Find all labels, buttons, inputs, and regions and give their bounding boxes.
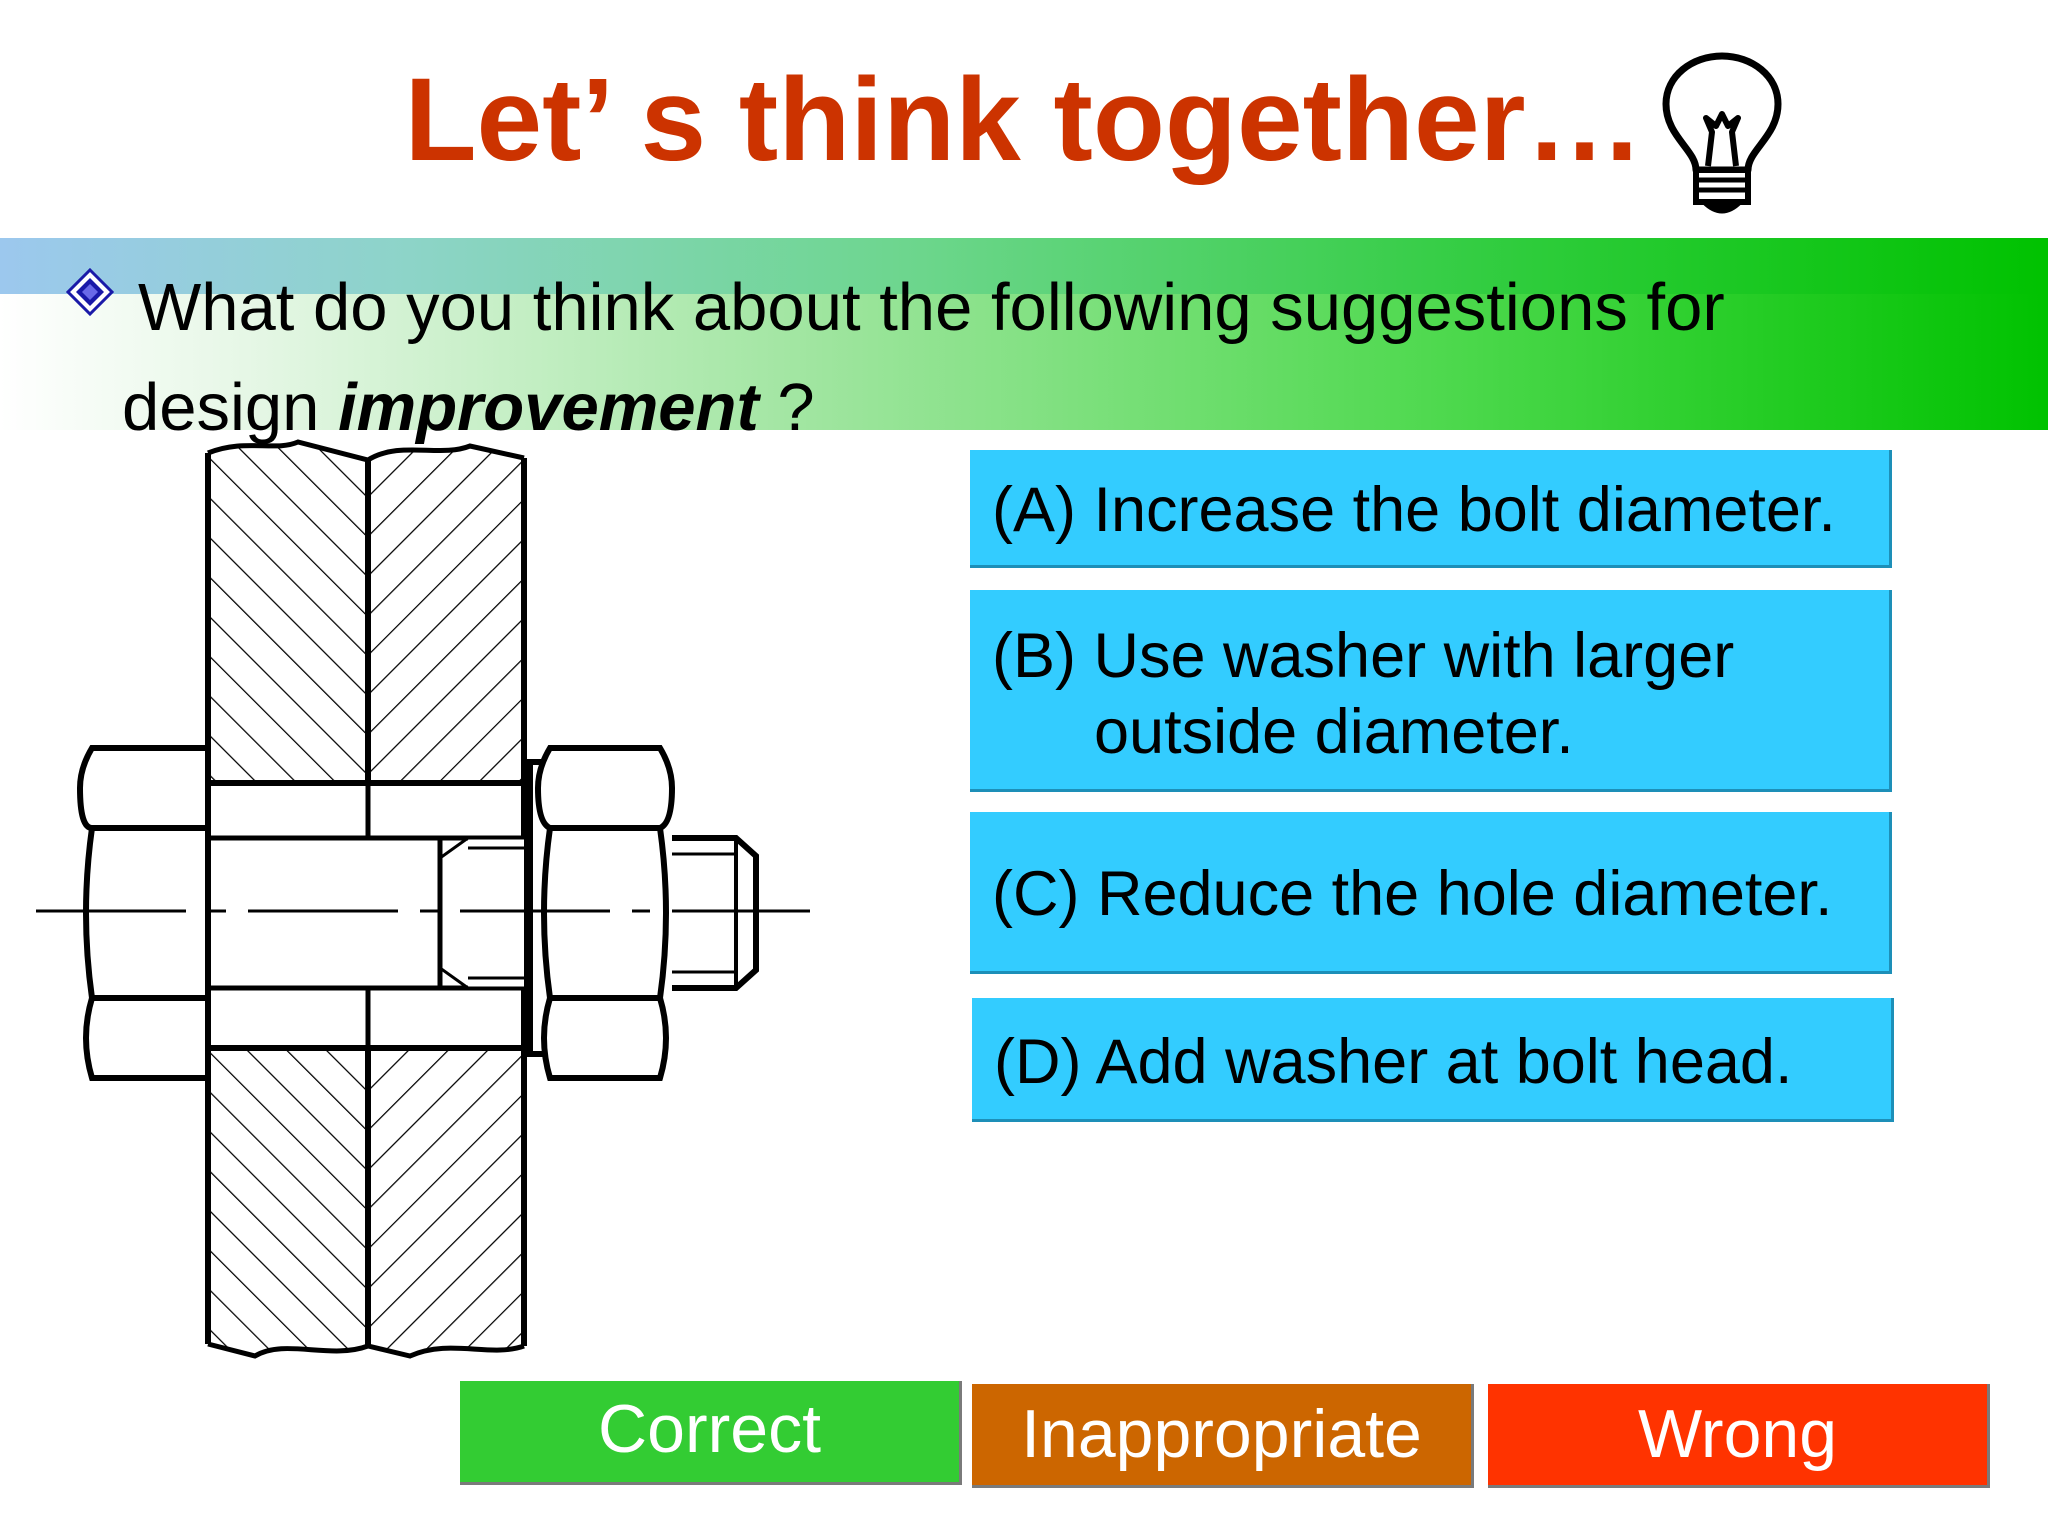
- question-banner: [0, 238, 2048, 430]
- option-b-line1: (B) Use washer with larger: [992, 621, 1735, 691]
- option-d[interactable]: (D) Add washer at bolt head.: [972, 998, 1894, 1122]
- page-title: Let’ s think together…: [404, 54, 1644, 186]
- option-b[interactable]: (B) Use washer with larger outside diame…: [970, 590, 1892, 792]
- wrong-button[interactable]: Wrong: [1488, 1384, 1990, 1488]
- question-emphasis: improvement: [338, 370, 759, 445]
- diamond-bullet-icon: [66, 268, 114, 316]
- question-line2-suffix: ?: [758, 370, 815, 445]
- bolt-joint-drawing: [36, 439, 810, 1359]
- option-b-line2: outside diameter.: [1094, 697, 1574, 767]
- option-a[interactable]: (A) Increase the bolt diameter.: [970, 450, 1892, 568]
- lightbulb-icon: [1662, 52, 1782, 214]
- question-line1: What do you think about the following su…: [138, 270, 1725, 345]
- question-line2-prefix: design: [122, 370, 339, 445]
- inappropriate-button[interactable]: Inappropriate: [972, 1384, 1474, 1488]
- correct-button[interactable]: Correct: [460, 1381, 962, 1485]
- option-c[interactable]: (C) Reduce the hole diameter.: [970, 812, 1892, 974]
